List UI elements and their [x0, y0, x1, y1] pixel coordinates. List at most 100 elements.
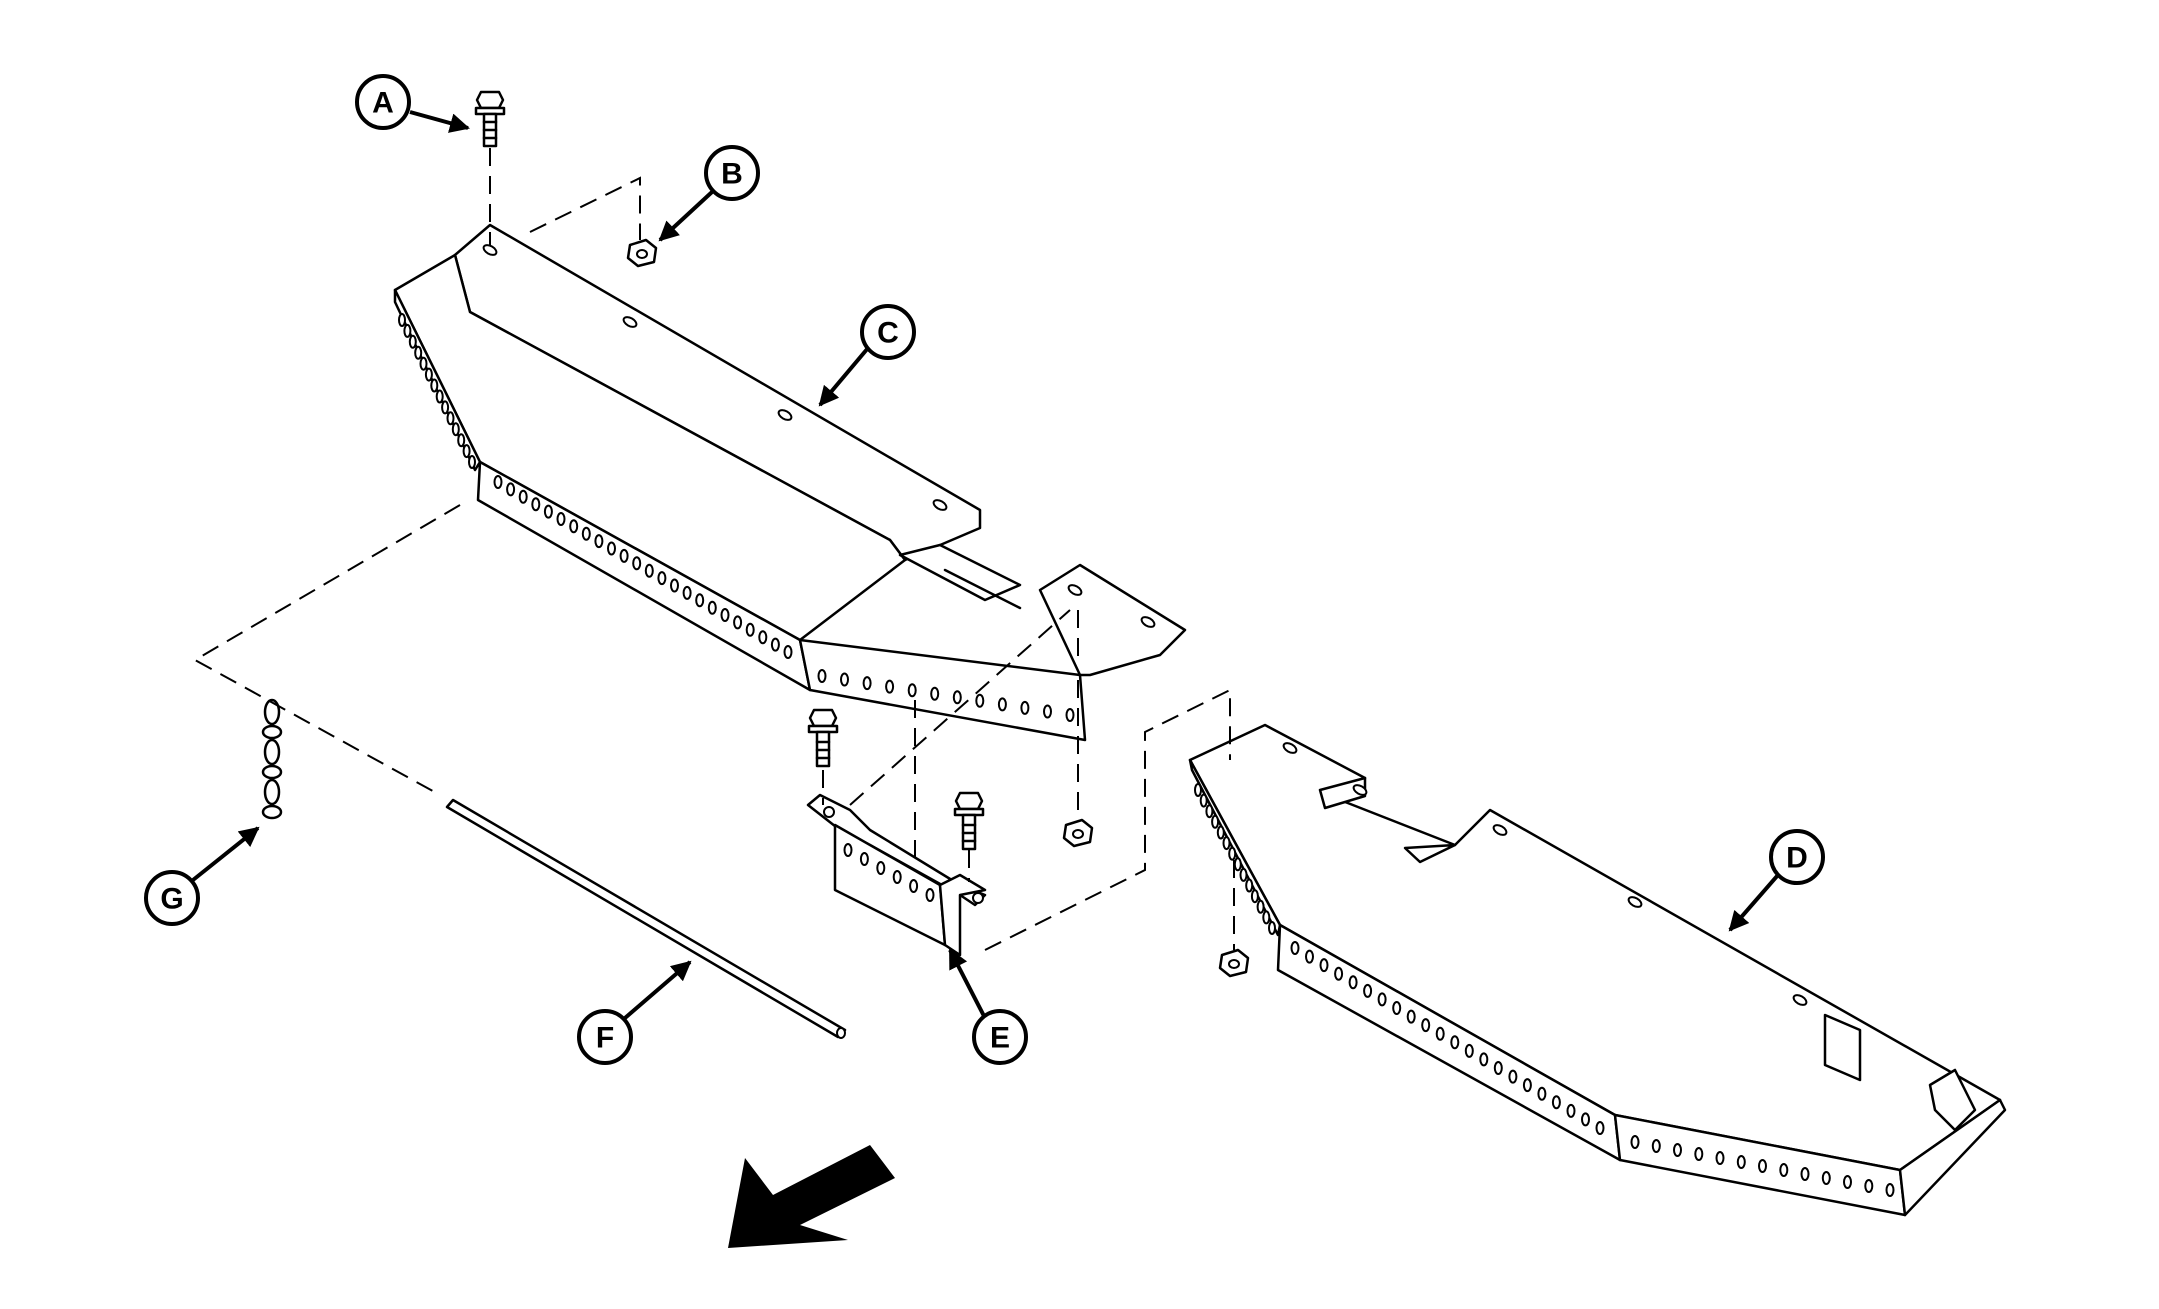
- perforation-hole: [1821, 1171, 1831, 1185]
- assembly-lines: [192, 148, 1235, 951]
- perforation-hole: [1290, 941, 1300, 955]
- perforation-hole: [1228, 846, 1237, 861]
- perforation-hole: [1205, 804, 1214, 819]
- perforation-hole: [457, 433, 466, 448]
- perforation-hole: [1715, 1151, 1725, 1165]
- perforation-hole: [1020, 700, 1030, 715]
- perforation-hole: [403, 323, 412, 338]
- callout-b: B: [658, 145, 760, 242]
- perforation-hole: [1268, 921, 1276, 935]
- perforation-hole: [1595, 1121, 1605, 1135]
- perforation-hole: [892, 870, 902, 884]
- perforation-hole: [1673, 1143, 1682, 1157]
- perforation-hole: [506, 482, 516, 497]
- perforation-hole: [1843, 1175, 1852, 1189]
- perforation-hole: [1736, 1155, 1746, 1169]
- perforation-hole: [657, 571, 667, 586]
- perforation-hole: [1305, 949, 1314, 964]
- perforation-hole: [1581, 1112, 1590, 1127]
- perforation-hole: [1256, 899, 1265, 914]
- perforation-hole: [518, 489, 528, 504]
- perforation-hole: [644, 563, 654, 578]
- callout-c-label: C: [877, 317, 899, 350]
- perforation-hole: [885, 679, 895, 694]
- perforation-hole: [859, 852, 869, 866]
- perforation-hole: [1334, 966, 1344, 981]
- perforation-hole: [619, 548, 629, 563]
- perforation-hole: [1233, 857, 1242, 872]
- perforation-hole: [907, 683, 917, 698]
- perforation-hole: [1464, 1043, 1474, 1058]
- bolt-bracket-left: [807, 708, 839, 768]
- perforation-hole: [414, 345, 423, 360]
- callout-a: A: [355, 74, 470, 133]
- perforation-hole: [1348, 975, 1358, 990]
- perforation-hole: [451, 422, 460, 437]
- perforation-hole: [1864, 1179, 1874, 1193]
- callout-g: G: [144, 826, 260, 926]
- perforation-hole: [1885, 1183, 1895, 1197]
- bolt-bracket-right: [953, 791, 985, 851]
- bolt-a: [474, 90, 506, 148]
- perforation-hole: [720, 608, 730, 622]
- perforation-hole: [733, 615, 743, 630]
- bracket-part-e: [806, 793, 987, 957]
- perforation-hole: [930, 686, 940, 701]
- nut-b: [626, 238, 658, 268]
- perforation-hole: [607, 541, 616, 556]
- perforation-hole: [594, 534, 604, 549]
- perforation-hole: [1194, 783, 1202, 797]
- perforation-hole: [398, 313, 406, 327]
- perforation-hole: [682, 585, 692, 600]
- perforation-hole: [441, 400, 450, 415]
- perforation-hole: [543, 504, 553, 519]
- perforation-hole: [408, 334, 417, 349]
- callout-a-label: A: [372, 87, 394, 120]
- perforation-hole: [1522, 1078, 1532, 1093]
- perforation-hole: [1566, 1103, 1576, 1118]
- callout-f: F: [577, 960, 692, 1065]
- perforation-hole: [462, 444, 471, 459]
- perforation-hole: [670, 578, 679, 593]
- callout-c: C: [818, 304, 916, 407]
- perforation-hole: [1065, 708, 1075, 722]
- perforation-hole: [1211, 814, 1220, 829]
- perforation-hole: [1239, 867, 1248, 882]
- perforation-hole: [1392, 1001, 1402, 1015]
- perforation-hole: [1421, 1018, 1431, 1033]
- perforation-hole: [925, 888, 935, 902]
- perforation-hole: [1651, 1139, 1661, 1153]
- perforation-hole: [997, 697, 1007, 712]
- perforation-hole: [1508, 1069, 1518, 1084]
- callout-f-label: F: [596, 1022, 614, 1055]
- perforation-hole: [1363, 983, 1373, 998]
- perforation-hole: [1551, 1095, 1561, 1110]
- perforation-hole: [1779, 1163, 1789, 1177]
- perforation-hole: [1319, 958, 1329, 973]
- perforation-hole: [843, 843, 853, 857]
- perforation-hole: [1758, 1159, 1767, 1173]
- perforation-hole: [556, 512, 566, 526]
- perforation-hole: [1199, 793, 1208, 808]
- perforation-hole: [817, 669, 827, 683]
- nut-middle: [1062, 818, 1094, 848]
- perforation-hole: [770, 637, 780, 652]
- callout-g-label: G: [160, 883, 183, 916]
- perforation-hole: [1250, 889, 1259, 904]
- perforation-hole: [707, 600, 717, 615]
- perforation-hole: [1377, 992, 1387, 1007]
- callout-e: E: [948, 948, 1028, 1065]
- perforation-hole: [1245, 878, 1254, 893]
- perforation-hole: [876, 861, 886, 875]
- perforation-hole: [419, 356, 428, 371]
- perforation-hole: [1406, 1009, 1416, 1024]
- perforation-hole: [909, 879, 919, 893]
- perforation-hole: [569, 519, 579, 534]
- perforation-hole: [430, 378, 439, 393]
- perforation-hole: [758, 630, 768, 645]
- perforation-hole: [1493, 1061, 1503, 1075]
- perforation-hole: [1262, 910, 1271, 925]
- shield-part-d: [1188, 723, 2007, 1217]
- perforation-hole: [840, 672, 849, 687]
- perforation-hole: [745, 622, 755, 637]
